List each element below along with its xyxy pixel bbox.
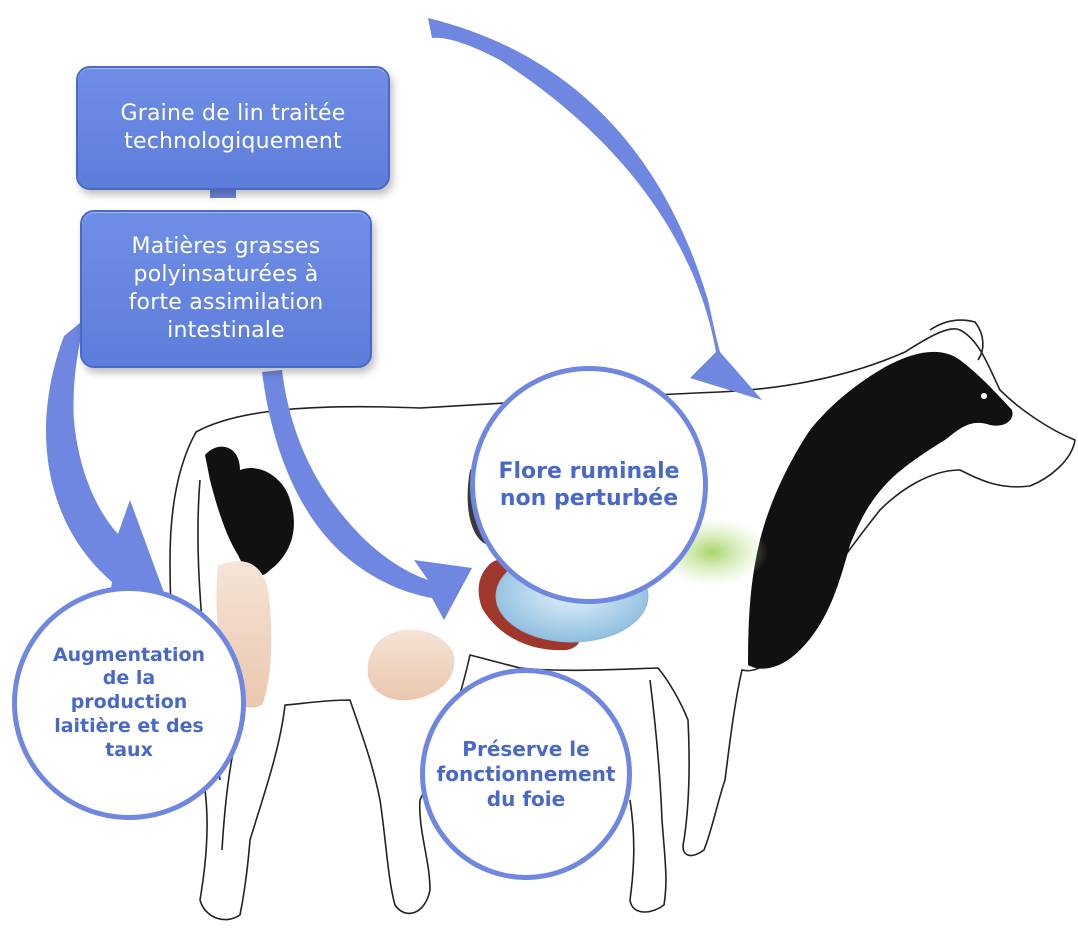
circle-preserve-foie: Préserve le fonctionnement du foie — [420, 668, 632, 880]
circle-production-label: Augmentation de la production laitière e… — [53, 644, 205, 763]
arrow-to-flore — [428, 18, 762, 400]
cow-hindquarter-spot — [205, 447, 294, 577]
box-matieres-label: Matières grasses polyinsaturées à forte … — [129, 233, 324, 345]
circle-augmentation-production: Augmentation de la production laitière e… — [12, 586, 246, 820]
cow-front-leg-line — [630, 680, 666, 912]
cow-eye — [981, 393, 987, 399]
box-matieres-grasses: Matières grasses polyinsaturées à forte … — [80, 210, 372, 368]
circle-flore-label: Flore ruminale non perturbée — [498, 458, 679, 513]
box-graine-de-lin: Graine de lin traitée technologiquement — [76, 66, 390, 190]
udder-front — [368, 630, 455, 701]
box-graine-label: Graine de lin traitée technologiquement — [121, 100, 346, 156]
circle-foie-label: Préserve le fonctionnement du foie — [437, 737, 616, 812]
circle-flore-ruminale: Flore ruminale non perturbée — [470, 366, 708, 604]
